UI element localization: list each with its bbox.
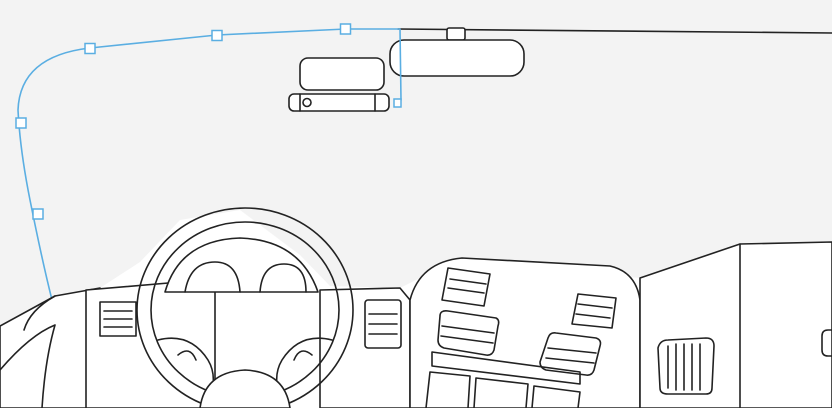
- windshield-top-edge: [397, 28, 832, 34]
- cable-clip-icon: [211, 29, 223, 42]
- power-cable-route: [17, 28, 402, 301]
- center-console: [409, 257, 641, 408]
- windshield: [0, 0, 832, 326]
- cable-clip-icon: [339, 23, 352, 35]
- rearview-mirror-icon: [389, 27, 525, 77]
- dashboard-right: [639, 241, 832, 408]
- cable-clip-icon: [32, 208, 44, 220]
- cable-clip-icon: [15, 117, 27, 129]
- dashboard-left: [85, 281, 216, 408]
- steering-wheel-icon: [136, 207, 354, 408]
- dashboard-center-left: [319, 287, 411, 408]
- instrument-cluster: [164, 237, 319, 293]
- cable-end-connector: [393, 98, 402, 108]
- dashcam-icon: [288, 57, 390, 112]
- cable-clip-icon: [84, 42, 96, 55]
